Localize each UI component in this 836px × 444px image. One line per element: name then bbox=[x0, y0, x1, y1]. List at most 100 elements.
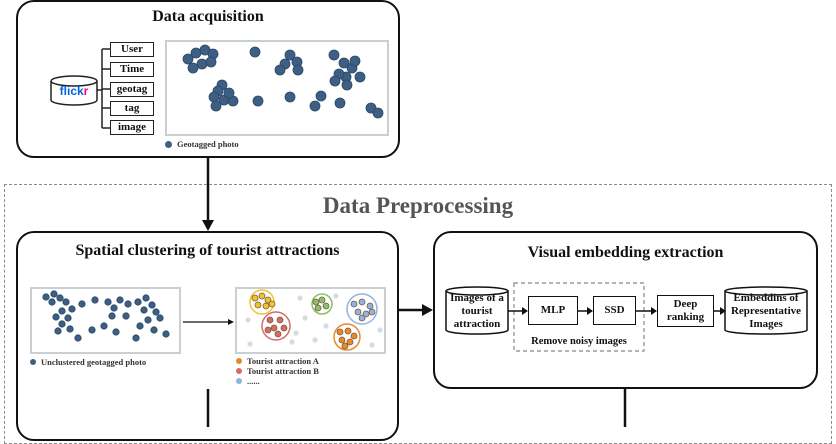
unclustered-photo-dot bbox=[144, 316, 152, 324]
unclustered-photo-dot bbox=[108, 312, 116, 320]
photo-dot bbox=[249, 46, 261, 58]
acquisition-graphics bbox=[50, 48, 110, 129]
unclustered-photo-dot bbox=[134, 298, 142, 306]
attraction-photo-dot bbox=[350, 300, 358, 308]
attraction-photo-dot bbox=[350, 332, 358, 340]
attraction-cluster-ring bbox=[346, 293, 378, 325]
noise-photo-dot bbox=[323, 323, 329, 329]
attraction-photo-dot bbox=[270, 324, 278, 332]
photo-dot bbox=[354, 71, 366, 83]
attraction-photo-dot bbox=[344, 327, 352, 335]
input-images-cylinder bbox=[445, 286, 509, 335]
attraction-photo-dot bbox=[264, 326, 272, 334]
output-embeddings-label: Embeddins of Representative Images bbox=[730, 292, 802, 330]
unclustered-photo-dot bbox=[112, 328, 120, 336]
field-tag: tag bbox=[110, 101, 154, 116]
attraction-photo-dot bbox=[274, 330, 282, 338]
photo-dot bbox=[252, 95, 264, 107]
photo-dot bbox=[292, 64, 304, 76]
attraction-photo-dot bbox=[346, 338, 354, 346]
unclustered-photo-dot bbox=[91, 296, 99, 304]
spatial-clustering-graphics bbox=[42, 289, 383, 351]
ssd-box: SSD bbox=[593, 296, 636, 325]
field-user: User bbox=[110, 42, 154, 57]
unclustered-photo-dot bbox=[58, 320, 66, 328]
attraction-cluster-ring bbox=[311, 293, 333, 315]
spatial-clustering-title: Spatial clustering of tourist attraction… bbox=[75, 242, 340, 259]
photo-dot-icon bbox=[165, 140, 172, 148]
unclustered-photo-dot bbox=[162, 330, 170, 338]
attraction-photo-dot bbox=[322, 302, 330, 310]
attraction-photo-dot bbox=[312, 298, 320, 306]
noise-photo-dot bbox=[289, 339, 295, 345]
attraction-photo-dot bbox=[262, 302, 270, 310]
unclustered-photo-dot bbox=[132, 334, 140, 342]
noise-photo-dot bbox=[297, 295, 303, 301]
attraction-a-legend-label: Tourist attraction A bbox=[247, 356, 319, 366]
geotagged-photo-legend-label: Geotagged photo bbox=[177, 139, 239, 149]
photo-dot bbox=[284, 49, 296, 61]
photo-dot bbox=[187, 62, 199, 74]
unclustered-photo-dot bbox=[88, 326, 96, 334]
photo-dot bbox=[182, 53, 194, 65]
photo-dot bbox=[309, 100, 321, 112]
unclustered-legend-label: Unclustered geotagged photo bbox=[41, 357, 147, 367]
attraction-a-legend: Tourist attraction A bbox=[236, 356, 319, 366]
photo-dot bbox=[223, 87, 235, 99]
noise-photo-dot bbox=[245, 317, 251, 323]
attraction-photo-dot bbox=[336, 328, 344, 336]
noise-photo-dot bbox=[293, 330, 299, 336]
geotagged-photo-dots bbox=[182, 44, 384, 119]
unclustered-photo-dot bbox=[140, 306, 148, 314]
attraction-more-dot-icon bbox=[236, 378, 242, 384]
unclustered-photo-dot bbox=[78, 300, 86, 308]
bottom-outgoing-lines bbox=[206, 389, 627, 427]
fields-bracket bbox=[97, 48, 110, 129]
attraction-photo-dot bbox=[341, 342, 349, 350]
attraction-photo-dot bbox=[362, 310, 370, 318]
acquisition-to-spatial-arrow bbox=[202, 158, 214, 231]
photo-dot bbox=[341, 79, 353, 91]
unclustered-photo-dot bbox=[62, 298, 70, 306]
noise-photo-dot bbox=[369, 342, 375, 348]
photo-dot bbox=[328, 49, 340, 61]
unclustered-photo-dot bbox=[52, 313, 60, 321]
attraction-photo-dot bbox=[368, 308, 376, 316]
mlp-box: MLP bbox=[528, 296, 578, 325]
unclustered-photo-dot bbox=[104, 298, 112, 306]
unclustered-photo-dot bbox=[74, 334, 82, 342]
photo-dot bbox=[284, 91, 296, 103]
attraction-cluster-ring bbox=[333, 323, 361, 351]
unclustered-photo-dot bbox=[66, 325, 74, 333]
unclustered-photo-dot bbox=[54, 327, 62, 335]
geotagged-photo-map bbox=[165, 40, 389, 136]
photo-dot bbox=[329, 75, 341, 87]
unclustered-legend: Unclustered geotagged photo bbox=[30, 357, 146, 367]
attraction-photo-dot bbox=[264, 296, 272, 304]
attraction-photo-dot bbox=[338, 336, 346, 344]
flickr-logo: flickr bbox=[56, 84, 92, 98]
unclustered-photo-dot bbox=[48, 298, 56, 306]
attraction-b-legend: Tourist attraction B bbox=[236, 366, 319, 376]
input-images-label: Images of a tourist attraction bbox=[450, 292, 504, 330]
attraction-photo-dot bbox=[254, 301, 262, 309]
unclustered-photo-dot bbox=[150, 326, 158, 334]
field-geotag: geotag bbox=[110, 82, 154, 97]
attraction-b-legend-label: Tourist attraction B bbox=[247, 366, 319, 376]
unclustered-photo-dot bbox=[124, 300, 132, 308]
visual-pipeline-graphics bbox=[445, 282, 808, 352]
unclustered-photo-dot bbox=[152, 308, 160, 316]
unclustered-photo-dot bbox=[156, 314, 164, 322]
attraction-photo-dot bbox=[354, 308, 362, 316]
unclustered-photo-dot bbox=[136, 322, 144, 330]
unclustered-photo-dot bbox=[148, 301, 156, 309]
attraction-photo-dot bbox=[276, 316, 284, 324]
data-acquisition-title: Data acquisition bbox=[152, 8, 264, 25]
photo-dot bbox=[274, 64, 286, 76]
remove-noisy-label: Remove noisy images bbox=[531, 336, 627, 347]
noise-photo-dot bbox=[377, 327, 383, 333]
unclustered-dot-icon bbox=[30, 359, 36, 365]
attraction-photo-dot bbox=[268, 300, 276, 308]
attraction-photo-dot bbox=[266, 316, 274, 324]
photo-dot bbox=[205, 56, 217, 68]
